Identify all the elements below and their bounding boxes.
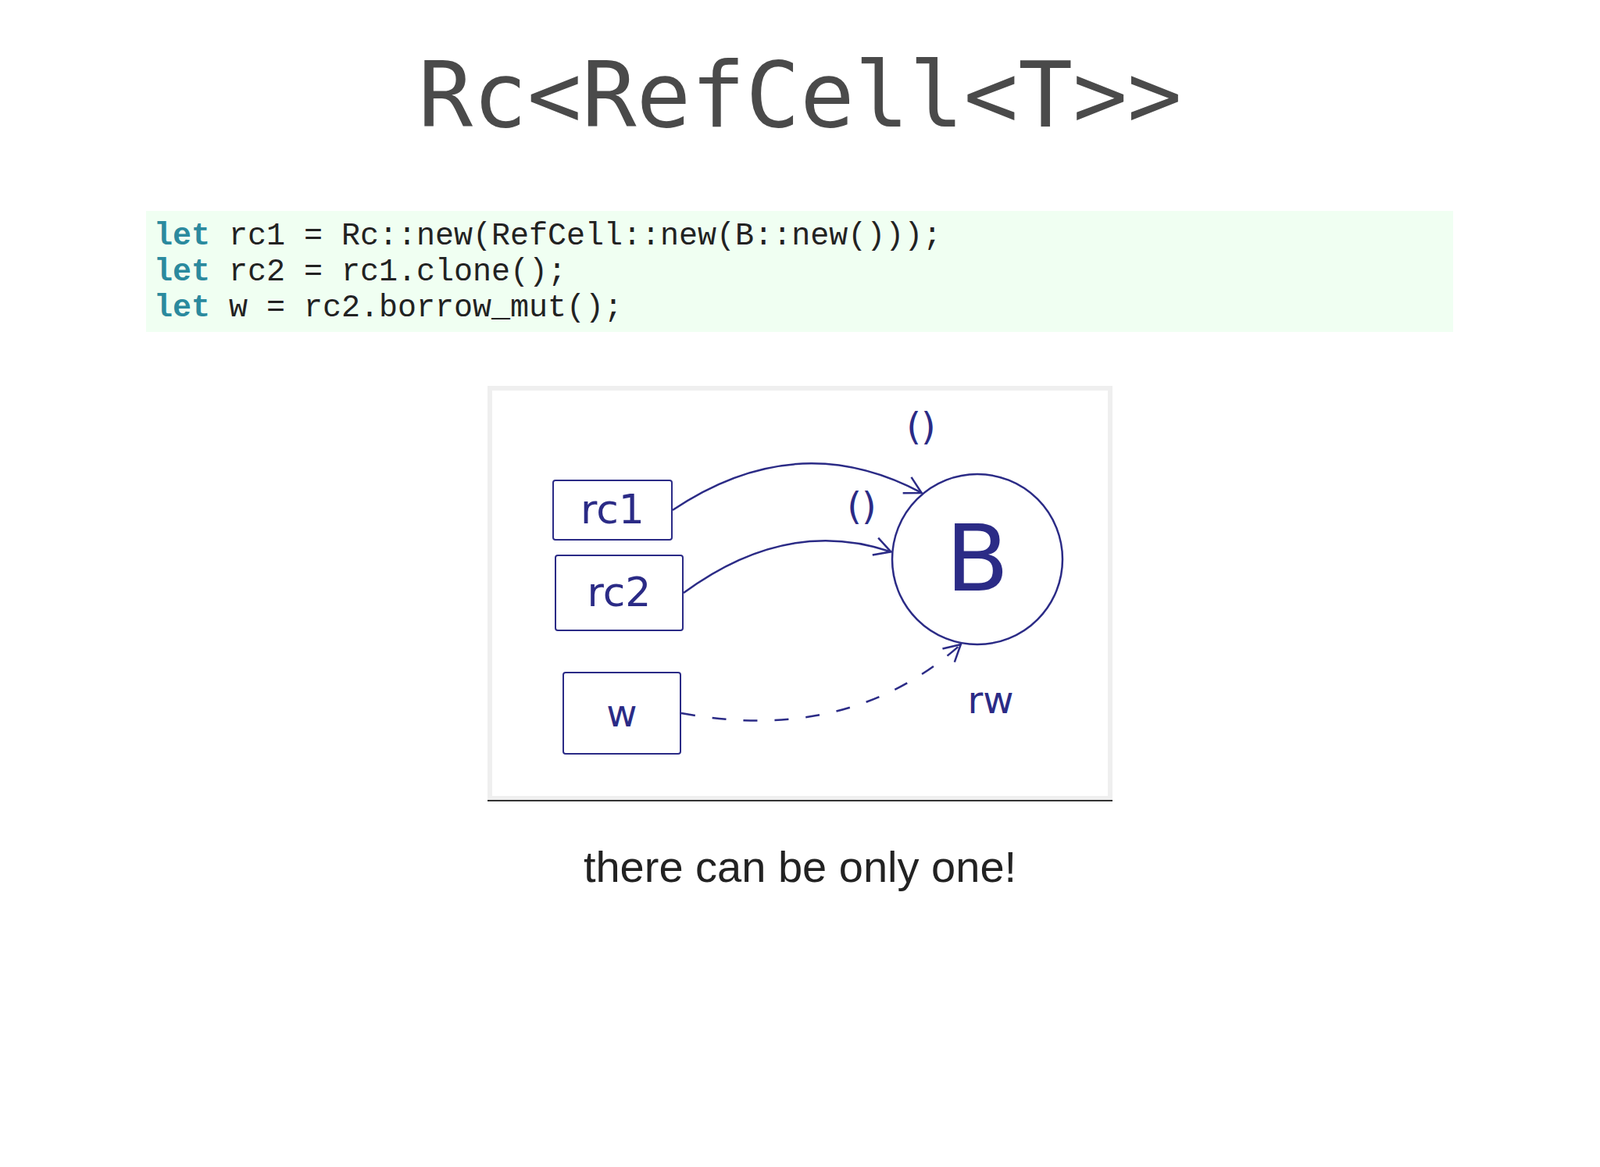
node-text: w: [606, 692, 637, 735]
variable-box: rc2: [554, 554, 684, 632]
edge-label: rw: [964, 679, 1018, 722]
code-text: rc2 = rc1.clone();: [228, 254, 567, 290]
connector: [681, 644, 961, 722]
code-line: let rc1 = Rc::new(RefCell::new(B::new()))…: [153, 218, 1454, 255]
code-keyword: let: [153, 254, 211, 290]
variable-box: w: [562, 671, 682, 755]
code-block: let rc1 = Rc::new(RefCell::new(B::new()))…: [146, 210, 1454, 333]
code-line: let rc2 = rc1.clone();: [153, 254, 1454, 291]
code-keyword: let: [153, 218, 211, 254]
edge-label: (): [903, 406, 939, 448]
code-text: w = rc2.borrow_mut();: [228, 290, 623, 326]
node-text: rc1: [580, 487, 645, 533]
variable-box: rc1: [552, 479, 673, 541]
arrow-head: [872, 538, 892, 556]
connector: [683, 538, 891, 593]
node-text: B: [946, 508, 1010, 611]
circle-shape: [892, 474, 1063, 645]
connector-line: [681, 644, 961, 722]
code-line: let w = rc2.borrow_mut();: [153, 290, 1454, 327]
connector-line: [672, 463, 922, 511]
connector-line: [683, 540, 891, 593]
code-text: rc1 = Rc::new(RefCell::new(B::new()));: [228, 218, 942, 254]
arrow-head: [903, 477, 922, 493]
code-keyword: let: [153, 290, 211, 326]
edge-label: (): [843, 485, 879, 528]
slide-caption: there can be only one!: [0, 840, 1600, 893]
frame-underline: [487, 800, 1113, 802]
slide-title: Rc<RefCell<T>>: [0, 40, 1600, 150]
value-circle: B: [890, 472, 1065, 647]
connector: [672, 463, 922, 511]
node-text: rc2: [587, 570, 652, 615]
arrow-head: [942, 644, 961, 663]
